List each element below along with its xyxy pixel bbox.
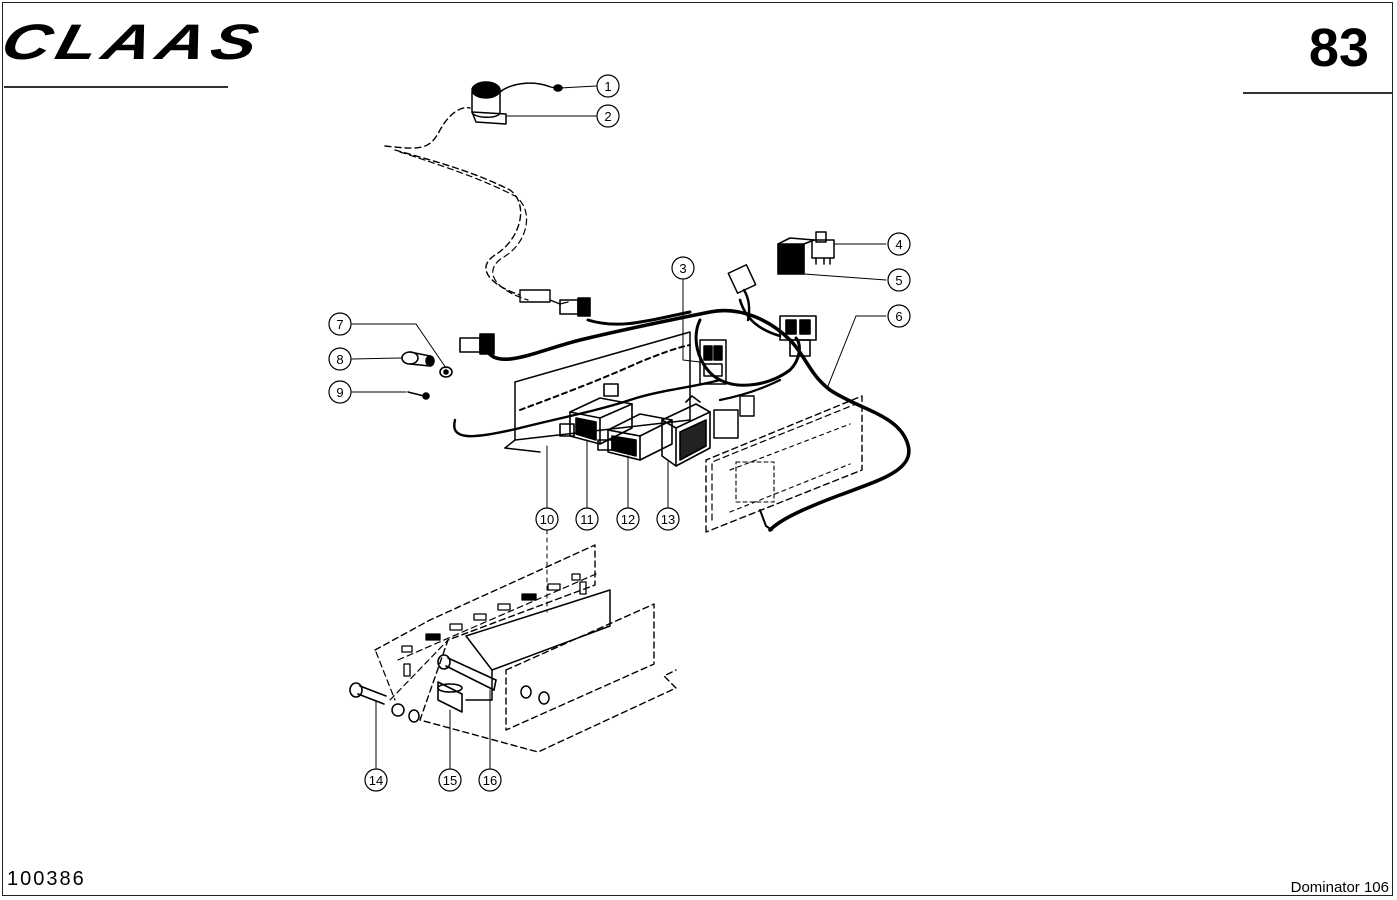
callout-8: 8 bbox=[328, 347, 352, 371]
lower-panel-outline bbox=[374, 544, 677, 753]
dashed-sensor-cable bbox=[384, 106, 471, 149]
svg-text:7: 7 bbox=[336, 317, 343, 332]
bolt-14 bbox=[349, 682, 387, 705]
svg-text:14: 14 bbox=[369, 773, 383, 788]
relay-11 bbox=[559, 383, 633, 445]
svg-text:10: 10 bbox=[540, 512, 554, 527]
svg-text:16: 16 bbox=[483, 773, 497, 788]
svg-text:9: 9 bbox=[336, 385, 343, 400]
callout-10: 10 bbox=[535, 507, 559, 531]
spacer-15 bbox=[437, 681, 463, 713]
logo-underline bbox=[4, 86, 228, 88]
callout-3: 3 bbox=[671, 256, 695, 280]
sensor-body bbox=[471, 81, 563, 125]
nut-7 bbox=[439, 366, 453, 378]
svg-text:13: 13 bbox=[661, 512, 675, 527]
svg-text:2: 2 bbox=[604, 109, 611, 124]
plug-connector bbox=[727, 264, 757, 294]
grommet-8 bbox=[401, 351, 435, 367]
svg-text:8: 8 bbox=[336, 352, 343, 367]
leader-lines bbox=[351, 85, 887, 769]
callout-2: 2 bbox=[596, 104, 620, 128]
svg-text:12: 12 bbox=[621, 512, 635, 527]
relay-4 bbox=[811, 231, 835, 265]
svg-text:5: 5 bbox=[895, 273, 902, 288]
svg-text:11: 11 bbox=[580, 512, 594, 527]
mounting-bracket bbox=[504, 331, 691, 453]
callout-9: 9 bbox=[328, 380, 352, 404]
callout-15: 15 bbox=[438, 768, 462, 792]
callout-1: 1 bbox=[596, 74, 620, 98]
callout-7: 7 bbox=[328, 312, 352, 336]
drawing-number: 100386 bbox=[7, 868, 86, 890]
connector-left bbox=[459, 297, 591, 355]
connector-cluster-right bbox=[779, 315, 817, 357]
callout-11: 11 bbox=[575, 507, 599, 531]
svg-text:4: 4 bbox=[895, 237, 902, 252]
bolt-16 bbox=[437, 654, 497, 691]
relay-5 bbox=[777, 237, 815, 275]
svg-text:15: 15 bbox=[443, 773, 457, 788]
screw-9 bbox=[407, 391, 430, 400]
page-number: 83 bbox=[1308, 18, 1369, 78]
callout-14: 14 bbox=[364, 768, 388, 792]
callout-13: 13 bbox=[656, 507, 680, 531]
page-number-underline bbox=[1243, 92, 1393, 94]
callout-group: 1 2 3 4 5 6 7 8 9 10 11 12 13 14 15 16 bbox=[328, 74, 911, 792]
callout-4: 4 bbox=[887, 232, 911, 256]
svg-text:1: 1 bbox=[604, 79, 611, 94]
model-name: Dominator 106 bbox=[1290, 879, 1389, 896]
relay-13 bbox=[661, 395, 711, 467]
dashed-sensor-cable-2 bbox=[394, 149, 522, 296]
callout-6: 6 bbox=[887, 304, 911, 328]
callout-12: 12 bbox=[616, 507, 640, 531]
lower-bracket bbox=[465, 589, 611, 671]
callout-5: 5 bbox=[887, 268, 911, 292]
relay-12 bbox=[597, 413, 673, 461]
svg-text:6: 6 bbox=[895, 309, 902, 324]
svg-text:3: 3 bbox=[679, 261, 686, 276]
main-harness bbox=[486, 308, 911, 532]
panel-outline-right bbox=[705, 395, 863, 533]
callout-16: 16 bbox=[478, 768, 502, 792]
